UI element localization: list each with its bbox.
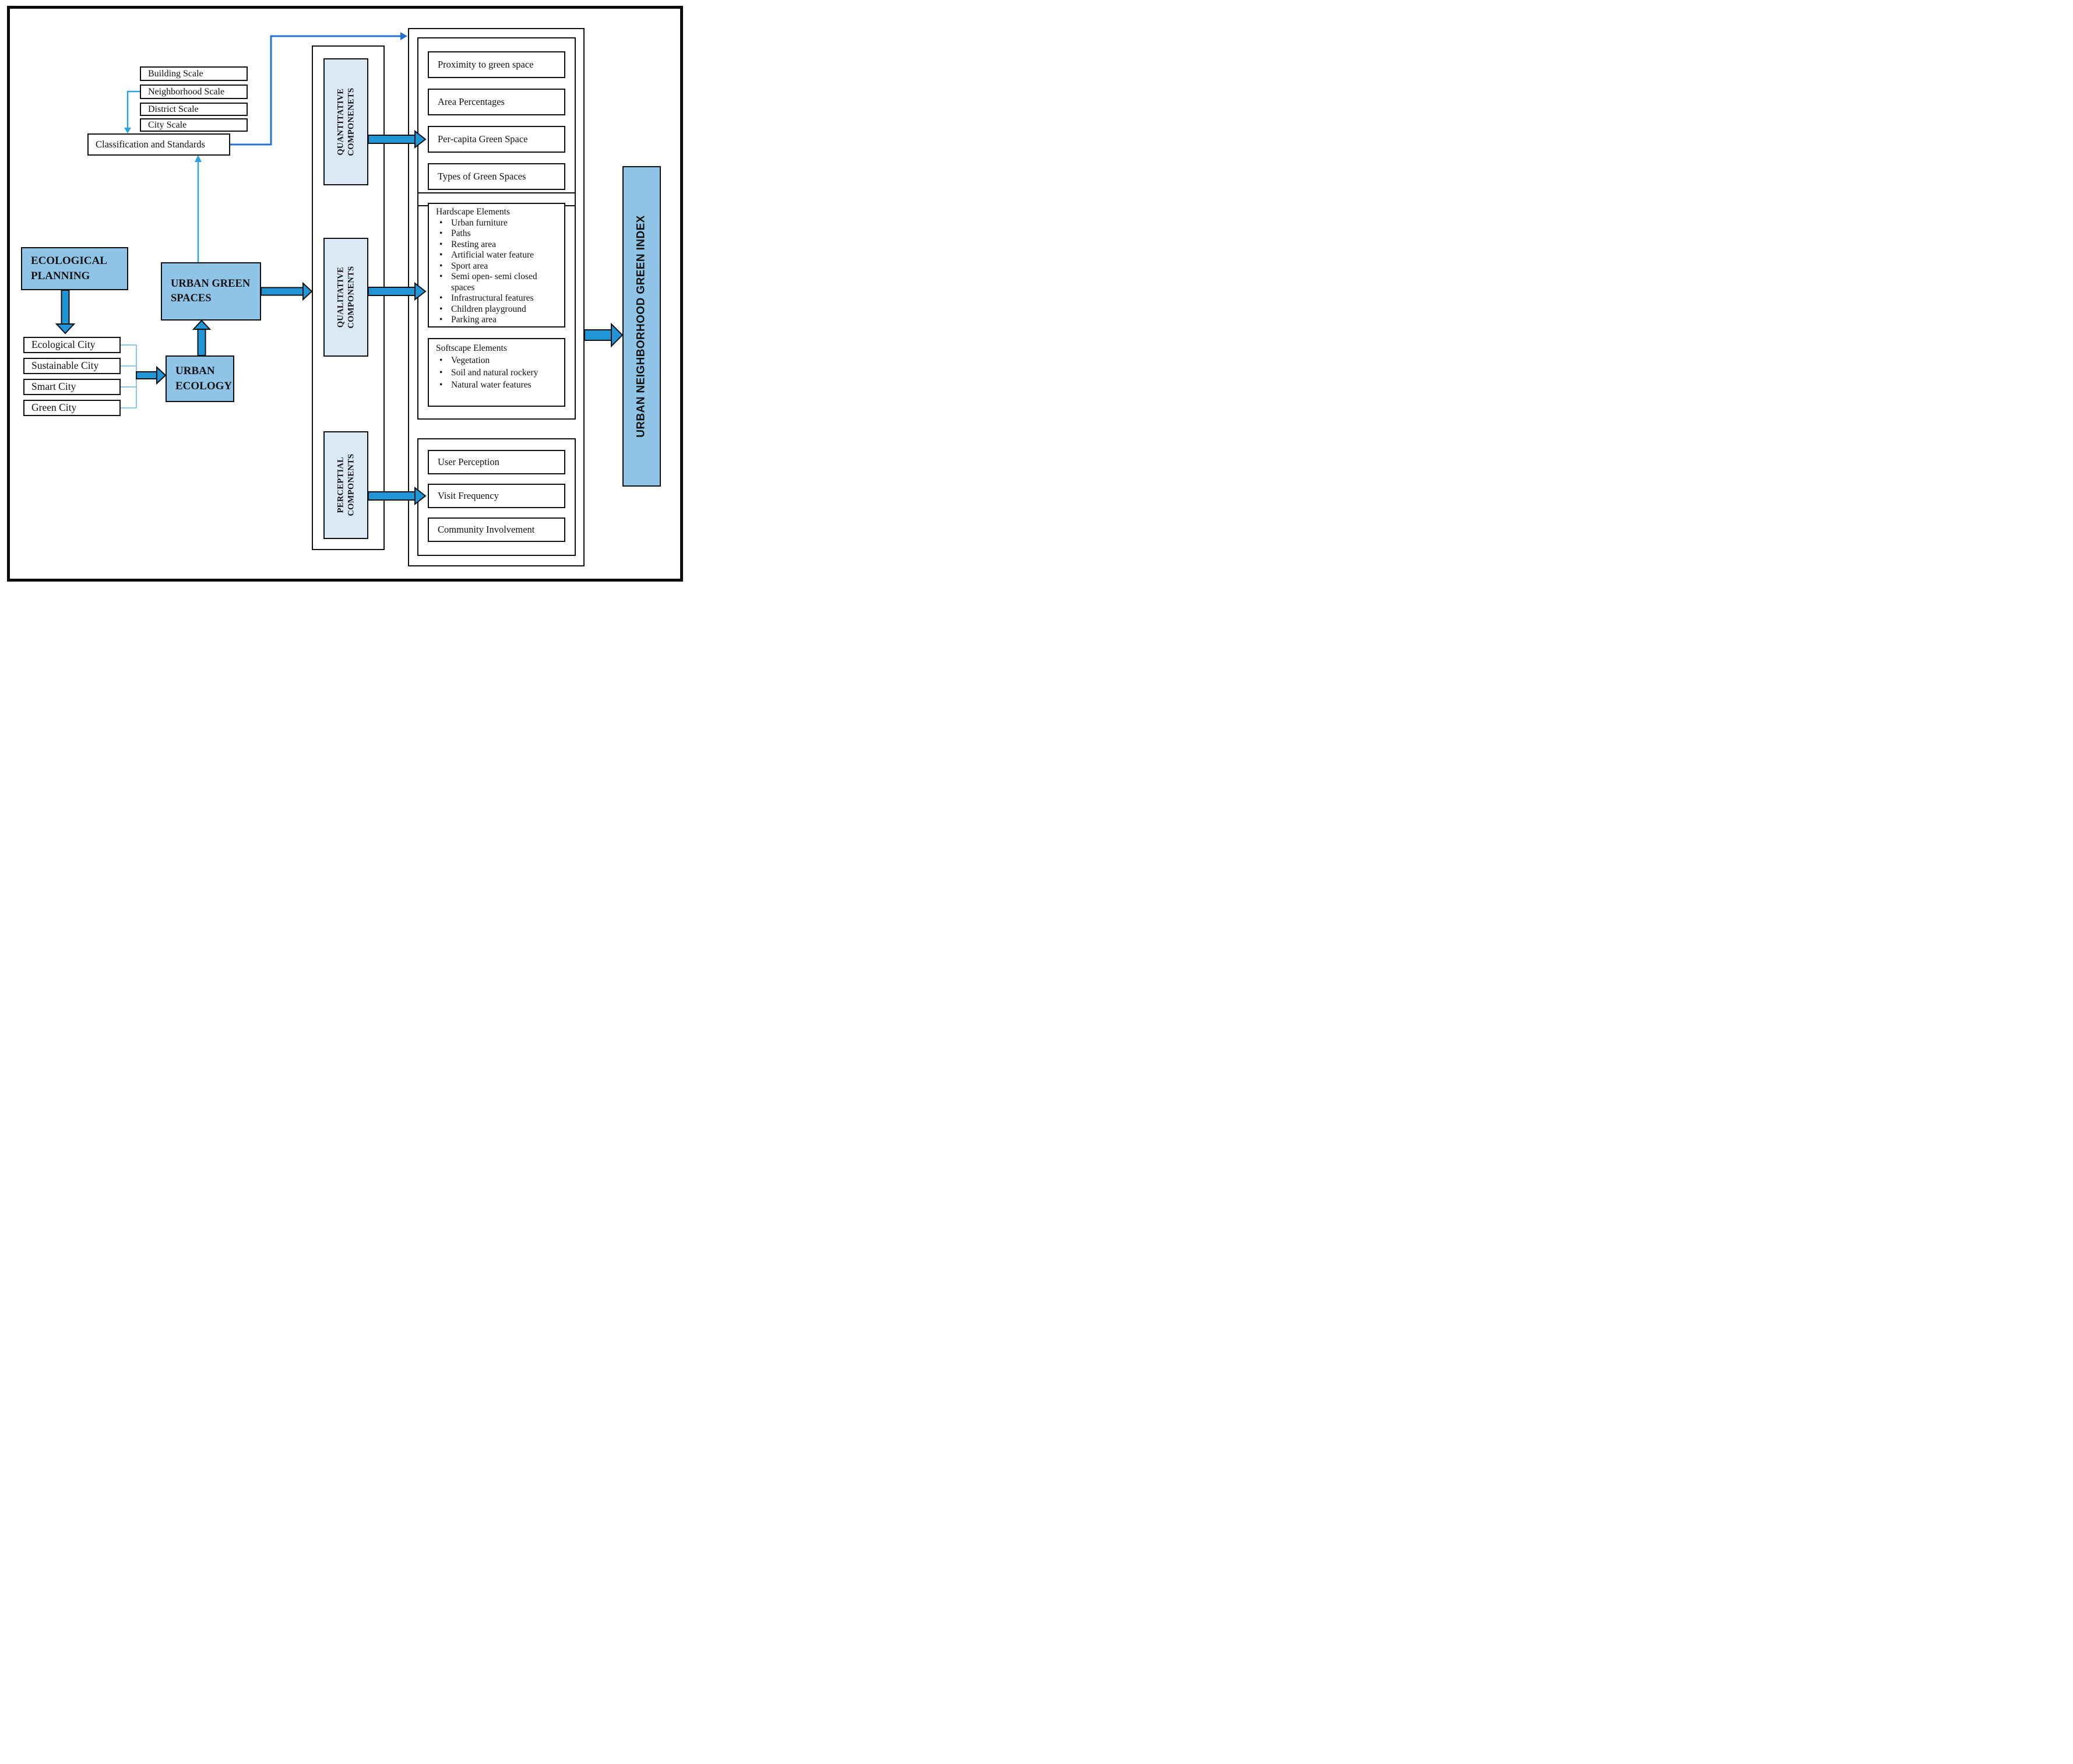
list-item: Semi open- semi closed spaces: [436, 272, 561, 293]
node-user-perception-label: User Perception: [438, 456, 499, 467]
node-hardscape-elements: Hardscape Elements Urban furniture Paths…: [428, 203, 565, 328]
node-urban-neighborhood-green-index: URBAN NEIGHBORHOOD GREEN INDEX: [622, 166, 661, 487]
node-proximity-green-space: Proximity to green space: [428, 51, 565, 78]
node-community-involvement-label: Community Involvement: [438, 524, 535, 535]
node-urban-ecology: URBAN ECOLOGY: [166, 355, 234, 402]
node-softscape-elements: Softscape Elements Vegetation Soil and n…: [428, 338, 565, 407]
node-green-city: Green City: [23, 400, 121, 416]
list-item: Paths: [436, 228, 561, 240]
node-per-capita-green-space-label: Per-capita Green Space: [438, 133, 528, 145]
list-item: Vegetation: [436, 354, 561, 367]
node-visit-frequency-label: Visit Frequency: [438, 490, 499, 501]
outer-frame: [7, 6, 683, 582]
node-urban-green-spaces-label: URBAN GREEN SPACES: [171, 278, 251, 304]
label-qualitative-components-text: QUALITATIVE COMPONENTS: [336, 266, 356, 329]
node-urban-neighborhood-green-index-label: URBAN NEIGHBORHOOD GREEN INDEX: [635, 215, 648, 438]
label-quantitative-components: QUANTITATIVE COMPONENETS: [323, 58, 368, 185]
node-classification-standards: Classification and Standards: [87, 133, 230, 156]
node-per-capita-green-space: Per-capita Green Space: [428, 126, 565, 153]
label-quantitative-components-text: QUANTITATIVE COMPONENETS: [336, 87, 356, 156]
list-item: Infrastructural features: [436, 293, 561, 304]
node-area-percentages-label: Area Percentages: [438, 96, 505, 107]
node-ecological-planning-label: ECOLOGICAL PLANNING: [31, 255, 107, 282]
node-building-scale: Building Scale: [140, 66, 248, 81]
node-neighborhood-scale-label: Neighborhood Scale: [148, 86, 225, 97]
node-smart-city-label: Smart City: [31, 381, 76, 393]
node-city-scale-label: City Scale: [148, 119, 187, 130]
softscape-title: Softscape Elements: [436, 343, 507, 353]
node-ecological-planning: ECOLOGICAL PLANNING: [21, 247, 128, 290]
node-types-of-green-spaces-label: Types of Green Spaces: [438, 171, 526, 182]
label-perceptual-components-text: PERCEPTIAL COMPONENTS: [336, 454, 356, 516]
node-ecological-city: Ecological City: [23, 337, 121, 353]
label-qualitative-components: QUALITATIVE COMPONENTS: [323, 238, 368, 357]
node-user-perception: User Perception: [428, 450, 565, 474]
component-details-container: [408, 28, 585, 566]
node-types-of-green-spaces: Types of Green Spaces: [428, 163, 565, 190]
list-item: Parking area: [436, 315, 561, 326]
list-item: Sport area: [436, 261, 561, 272]
hardscape-list: Urban furniture Paths Resting area Artif…: [436, 218, 561, 326]
node-smart-city: Smart City: [23, 379, 121, 395]
list-item: Resting area: [436, 240, 561, 251]
node-district-scale-label: District Scale: [148, 104, 199, 114]
list-item: Artificial water feature: [436, 250, 561, 261]
node-green-city-label: Green City: [31, 402, 77, 414]
node-classification-standards-label: Classification and Standards: [96, 138, 205, 150]
node-neighborhood-scale: Neighborhood Scale: [140, 84, 248, 99]
list-item: Urban furniture: [436, 218, 561, 229]
node-proximity-green-space-label: Proximity to green space: [438, 59, 534, 70]
hardscape-title: Hardscape Elements: [436, 207, 510, 217]
qualitative-group-box: [417, 192, 576, 420]
list-item: Children playground: [436, 304, 561, 315]
list-item: Soil and natural rockery: [436, 367, 561, 379]
node-building-scale-label: Building Scale: [148, 68, 203, 79]
node-urban-ecology-label: URBAN ECOLOGY: [175, 365, 233, 392]
node-ecological-city-label: Ecological City: [31, 339, 96, 351]
node-sustainable-city: Sustainable City: [23, 358, 121, 374]
list-item: Natural water features: [436, 379, 561, 391]
softscape-list: Vegetation Soil and natural rockery Natu…: [436, 354, 561, 391]
label-perceptual-components: PERCEPTIAL COMPONENTS: [323, 431, 368, 539]
node-city-scale: City Scale: [140, 118, 248, 132]
node-district-scale: District Scale: [140, 103, 248, 116]
node-visit-frequency: Visit Frequency: [428, 484, 565, 508]
node-sustainable-city-label: Sustainable City: [31, 360, 99, 372]
urban-green-index-diagram: Building Scale Neighborhood Scale Distri…: [0, 0, 691, 588]
node-area-percentages: Area Percentages: [428, 89, 565, 115]
node-community-involvement: Community Involvement: [428, 517, 565, 542]
node-urban-green-spaces: URBAN GREEN SPACES: [161, 262, 261, 321]
